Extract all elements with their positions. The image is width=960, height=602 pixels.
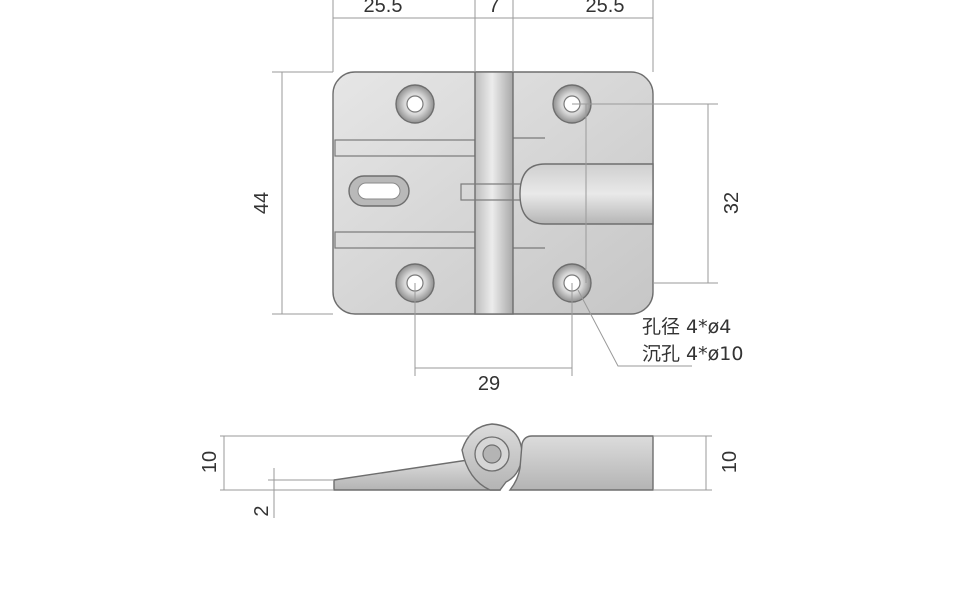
dim-plate-thickness: 2 [251, 505, 273, 516]
slot-hole-inner [357, 182, 401, 200]
dim-side-left-height: 10 [199, 451, 221, 473]
side-right-block [508, 435, 654, 491]
dim-hole-pitch-horizontal: 29 [478, 373, 500, 395]
dimension-hole-pitch-vertical: 32 [572, 103, 743, 284]
dimension-plate-thickness: 2 [251, 468, 334, 518]
dim-overall-height: 44 [251, 192, 273, 214]
side-view: 10 2 10 [199, 423, 741, 518]
mounting-hole-top-left [395, 84, 435, 124]
hole-note-leader: 孔径 4*ø4 沉孔 4*ø10 [577, 104, 743, 367]
dim-knuckle-width: 7 [488, 0, 499, 17]
dimension-hole-pitch-horizontal: 29 [414, 283, 573, 395]
dim-side-right-height: 10 [719, 451, 741, 473]
side-knuckle [461, 423, 523, 491]
note-hole-diameter: 孔径 4*ø4 [642, 316, 731, 338]
dimension-overall-height: 44 [251, 71, 333, 315]
dim-right-width: 25.5 [586, 0, 625, 17]
note-countersink: 沉孔 4*ø10 [642, 343, 743, 365]
dim-left-width: 25.5 [364, 0, 403, 17]
hinge-knuckle [474, 71, 514, 315]
dimension-top-widths: 25.5 7 25.5 [332, 0, 654, 72]
dimension-side-right-height: 10 [653, 435, 741, 491]
dim-hole-pitch-vertical: 32 [721, 192, 743, 214]
top-view: 25.5 7 25.5 44 32 29 孔径 [251, 0, 743, 395]
dimension-side-left-height: 10 [199, 435, 470, 491]
